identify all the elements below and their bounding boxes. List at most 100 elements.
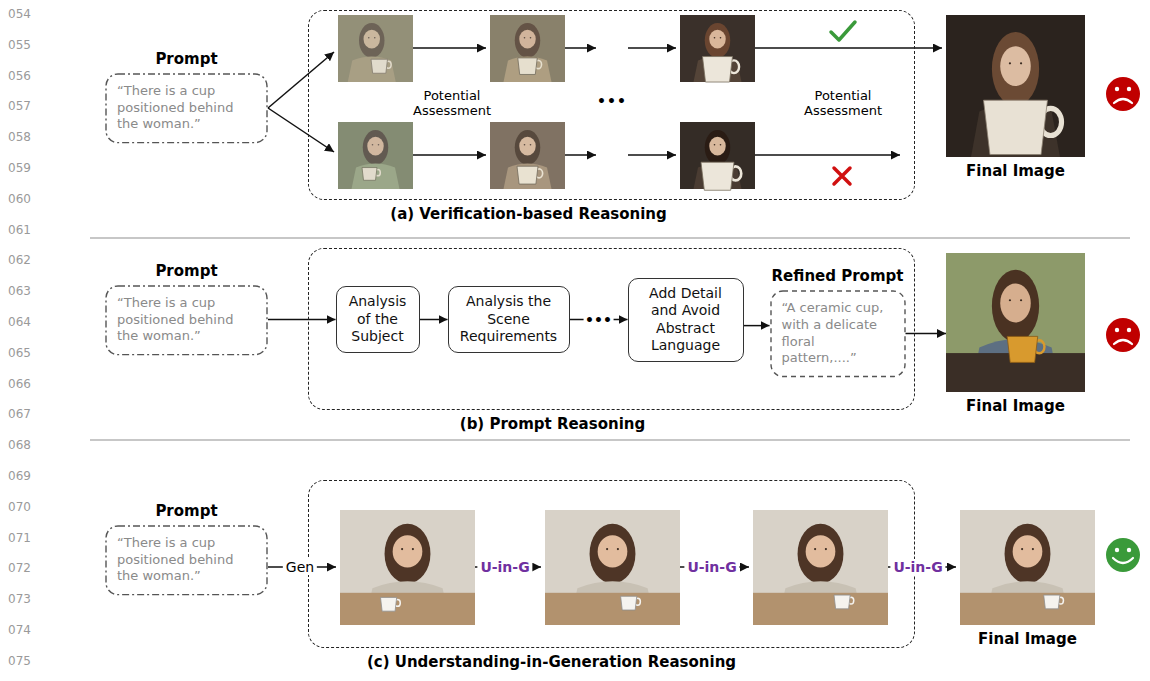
- step-text: Analysis of the Subject: [343, 293, 413, 346]
- eye: [720, 144, 722, 146]
- process-box: Analysis the Scene Requirements: [448, 286, 570, 353]
- torso: [348, 57, 396, 82]
- step-label: Potential Assessment: [798, 88, 888, 118]
- image-background: [490, 15, 565, 82]
- eye: [714, 144, 716, 146]
- box-heading: Prompt: [85, 502, 288, 520]
- line-number: 054: [8, 7, 31, 21]
- hair: [992, 270, 1039, 342]
- cup: [1044, 595, 1060, 609]
- image-background: [490, 122, 565, 189]
- image-background: [753, 510, 888, 625]
- line-number: 070: [8, 500, 31, 514]
- process-box: Analysis of the Subject: [336, 286, 420, 353]
- face: [519, 30, 536, 49]
- eye: [1009, 62, 1011, 64]
- line-number: 055: [8, 38, 31, 52]
- line-number: 068: [8, 438, 31, 452]
- torso: [504, 57, 552, 82]
- hair: [705, 23, 731, 58]
- table: [960, 593, 1095, 625]
- face-mouth: [1114, 99, 1132, 103]
- final-image-picture: [946, 253, 1085, 392]
- panel-caption: (a) Verification-based Reasoning: [390, 205, 666, 223]
- flow-arrows: [268, 48, 956, 567]
- ellipsis: •••: [597, 93, 627, 109]
- cup: [518, 58, 538, 75]
- final-image-picture: [946, 15, 1085, 157]
- arrow-label: U-in-G: [477, 559, 532, 575]
- generated-image: [946, 253, 1085, 392]
- face: [367, 137, 384, 156]
- prompt-box: Prompt“There is a cup positioned behind …: [105, 73, 268, 144]
- generated-image: [680, 122, 755, 190]
- fork-arrow: [268, 52, 334, 108]
- flow-arrow: [565, 47, 596, 49]
- generated-image: [490, 122, 565, 189]
- cup: [701, 162, 734, 190]
- generated-image: [946, 15, 1085, 157]
- table: [340, 593, 475, 625]
- eye: [606, 548, 608, 550]
- fork-arrow: [268, 108, 334, 152]
- image-label: Final Image: [966, 397, 1065, 415]
- outline-border: [106, 286, 267, 355]
- hair: [1005, 524, 1051, 584]
- line-number: 069: [8, 469, 31, 483]
- table: [753, 593, 888, 625]
- face: [1000, 284, 1031, 323]
- torso: [694, 57, 742, 82]
- face-disc: [1106, 538, 1140, 572]
- cup: [834, 595, 850, 609]
- outline-border: [771, 291, 905, 377]
- cup: [381, 597, 397, 611]
- eye: [530, 144, 532, 146]
- panel-caption: (b) Prompt Reasoning: [460, 415, 645, 433]
- eye: [1020, 62, 1022, 64]
- face: [519, 137, 536, 156]
- arrow-label: Gen: [283, 559, 317, 575]
- generated-image: [545, 510, 680, 625]
- hair: [385, 524, 431, 584]
- line-number: 067: [8, 407, 31, 421]
- cup: [362, 168, 377, 181]
- line-number: 073: [8, 592, 31, 606]
- torso: [352, 164, 400, 189]
- final-image-picture: [960, 510, 1095, 625]
- cup: [703, 57, 733, 83]
- line-number: 063: [8, 284, 31, 298]
- final-image: Final Image: [960, 510, 1095, 625]
- box-heading: Prompt: [85, 50, 288, 68]
- image-background: [960, 510, 1095, 625]
- hair: [590, 524, 636, 584]
- eye: [720, 37, 722, 39]
- eye: [825, 548, 827, 550]
- cup: [371, 59, 388, 73]
- flow-arrow: [744, 325, 770, 327]
- face-mouth: [1113, 558, 1133, 563]
- final-image: Final Image: [946, 253, 1085, 392]
- line-number: 071: [8, 531, 31, 545]
- box-heading: Refined Prompt: [750, 267, 926, 285]
- outline-border: [106, 526, 267, 595]
- line-number: 066: [8, 377, 31, 391]
- eye: [368, 37, 370, 39]
- line-number: 075: [8, 654, 31, 668]
- hair: [992, 32, 1039, 106]
- generated-image: [338, 15, 413, 82]
- hair: [515, 23, 541, 58]
- eye: [814, 548, 816, 550]
- eye: [378, 144, 380, 146]
- panel-caption: (c) Understanding-in-Generation Reasonin…: [367, 653, 736, 671]
- face-disc: [1106, 318, 1140, 352]
- flow-arrow: [420, 319, 448, 321]
- eye: [524, 144, 526, 146]
- eye: [1032, 548, 1034, 550]
- hair: [705, 130, 731, 165]
- line-number: 065: [8, 346, 31, 360]
- generated-image: [338, 122, 413, 189]
- torso: [504, 164, 552, 189]
- line-number: 072: [8, 561, 31, 575]
- face: [364, 30, 381, 49]
